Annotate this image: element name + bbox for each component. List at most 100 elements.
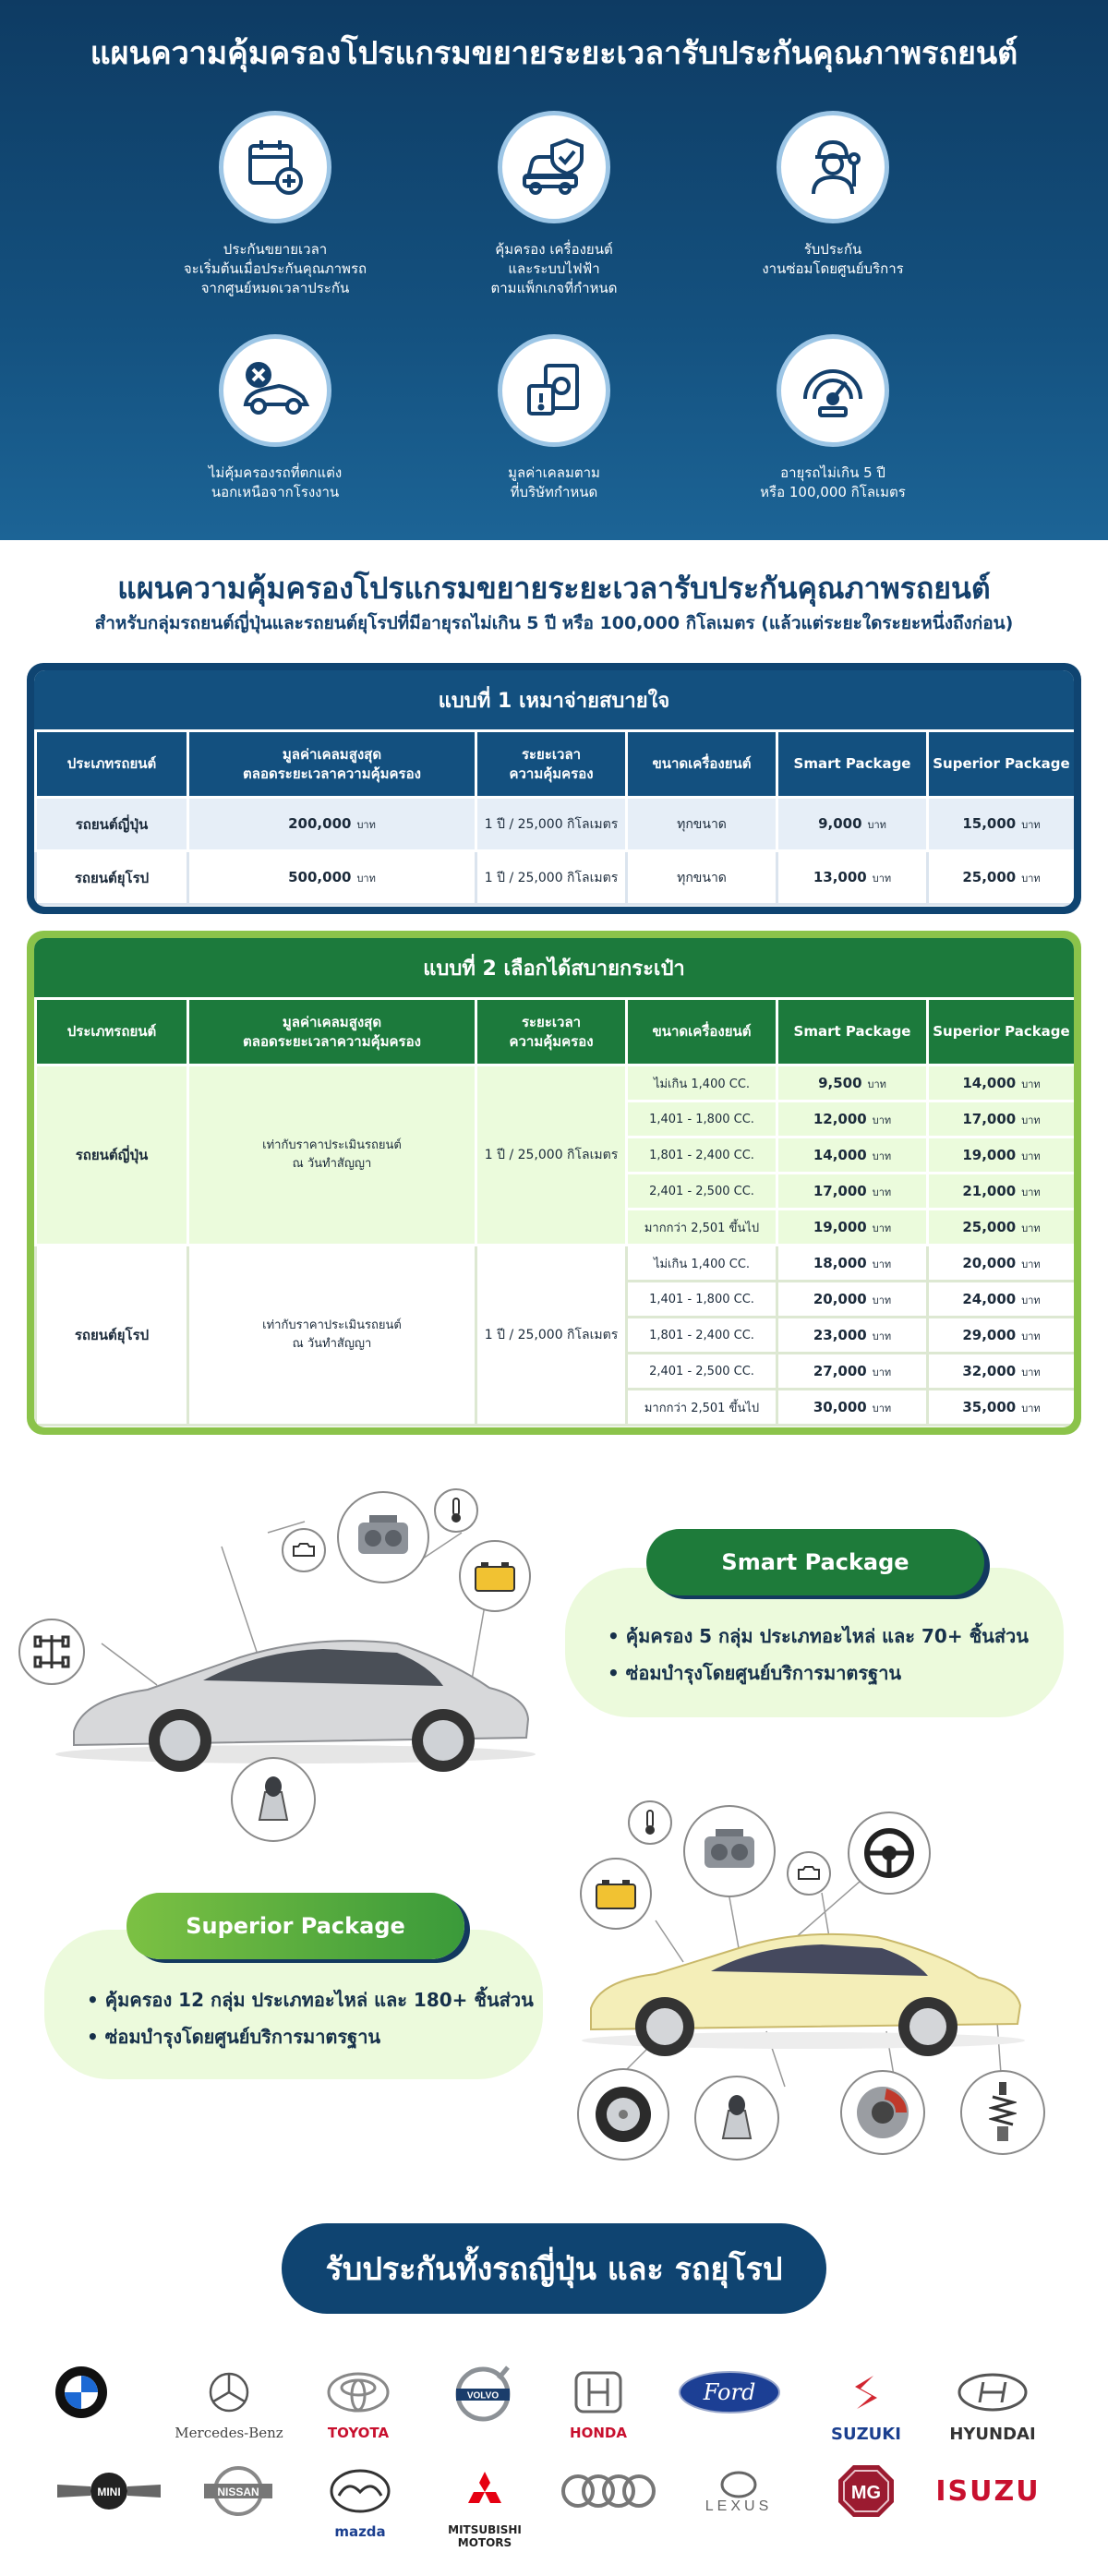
period-cell: 1 ปี / 25,000 กิโลเมตร xyxy=(475,849,628,906)
honda-brand: HONDA xyxy=(538,2362,658,2441)
speedometer-icon xyxy=(777,334,889,447)
mitsubishi-logo-icon xyxy=(425,2461,545,2522)
svg-text:Ford: Ford xyxy=(703,2379,756,2405)
engine-cell: 2,401 - 2,500 CC. xyxy=(625,1352,778,1390)
mechanic-icon xyxy=(777,111,889,223)
brake-disc-icon xyxy=(840,2070,925,2155)
section-title: แผนความคุ้มครองโปรแกรมขยายระยะเวลารับประ… xyxy=(117,571,991,606)
mercedes-logo-icon xyxy=(169,2362,289,2423)
engine-cell: ไม่เกิน 1,400 CC. xyxy=(625,1064,778,1102)
brand-name: Mercedes-Benz xyxy=(175,2425,283,2441)
feature-claim-value: มูลค่าเคลมตาม ที่บริษัทกำหนด xyxy=(416,334,692,502)
feature-label: อายุรถไม่เกิน 5 ปี หรือ 100,000 กิโลเมตร xyxy=(760,464,906,500)
audi-logo-icon xyxy=(549,2461,669,2522)
period-cell: 1 ปี / 25,000 กิโลเมตร xyxy=(475,796,628,852)
tire-icon xyxy=(577,2068,669,2161)
lexus-brand: LEXUS xyxy=(679,2461,799,2522)
ford-brand: Ford xyxy=(669,2362,789,2423)
mercedes-brand: Mercedes-Benz xyxy=(169,2362,289,2441)
table-header-row: ประเภทรถยนต์ มูลค่าเคลมสูงสุด ตลอดระยะเว… xyxy=(34,729,1074,799)
engine-warning-icon xyxy=(787,1851,831,1896)
mitsubishi-brand: MITSUBISHI MOTORS xyxy=(425,2461,545,2549)
plan1-table: ประเภทรถยนต์ มูลค่าเคลมสูงสุด ตลอดระยะเว… xyxy=(34,729,1074,906)
svg-text:MG: MG xyxy=(851,2483,881,2503)
volvo-logo-icon: VOLVO xyxy=(423,2362,543,2423)
engine-cell: 1,801 - 2,400 CC. xyxy=(625,1316,778,1354)
header-period: ระยะเวลา ความคุ้มครอง xyxy=(475,729,628,799)
feature-label: คุ้มครอง เครื่องยนต์ และระบบไฟฟ้า ตามแพ็… xyxy=(490,241,618,296)
car-type-cell: รถยนต์ยุโรป xyxy=(34,1244,189,1426)
engine-cell: ไม่เกิน 1,400 CC. xyxy=(625,1244,778,1282)
battery-icon xyxy=(459,1540,531,1612)
honda-logo-icon xyxy=(538,2362,658,2423)
engine-cell: ทุกขนาด xyxy=(625,796,778,852)
suzuki-brand: SUZUKI xyxy=(806,2362,926,2444)
header-period: ระยะเวลา ความคุ้มครอง xyxy=(475,997,628,1066)
feature-label: รับประกัน งานซ่อมโดยศูนย์บริการ xyxy=(762,241,904,277)
list-item: คุ้มครอง 12 กลุ่ม ประเภทอะไหล่ และ 180+ … xyxy=(87,1981,534,2018)
engine-part-icon xyxy=(337,1491,429,1583)
feature-label: ประกันขยายเวลา จะเริ่มต้นเมื่อประกันคุณภ… xyxy=(183,241,367,296)
hero-title: แผนความคุ้มครองโปรแกรมขยายระยะเวลารับประ… xyxy=(90,35,1018,72)
brand-name: SUZUKI xyxy=(831,2425,901,2444)
thermometer-icon xyxy=(434,1488,478,1533)
plan2-title: แบบที่ 2 เลือกได้สบายกระเป๋า xyxy=(34,938,1074,997)
toyota-brand: TOYOTA xyxy=(298,2362,418,2441)
hero-banner: แผนความคุ้มครองโปรแกรมขยายระยะเวลารับประ… xyxy=(0,0,1108,540)
engine-cell: 1,401 - 1,800 CC. xyxy=(625,1100,778,1138)
no-modified-car-icon xyxy=(219,334,331,447)
table-row: รถยนต์ยุโรปเท่ากับราคาประเมินรถยนต์ ณ วั… xyxy=(34,1244,1074,1426)
period-cell: 1 ปี / 25,000 กิโลเมตร xyxy=(475,1064,628,1246)
brand-name: MITSUBISHI MOTORS xyxy=(448,2523,522,2549)
list-item: คุ้มครอง 5 กลุ่ม ประเภทอะไหล่ และ 70+ ชิ… xyxy=(608,1618,1029,1655)
mini-logo-icon: MINI xyxy=(49,2461,169,2522)
brand-name: TOYOTA xyxy=(327,2425,390,2441)
shock-absorber-icon xyxy=(960,2070,1045,2155)
car-type-cell: รถยนต์ญี่ปุ่น xyxy=(34,1064,189,1246)
engine-cell: ทุกขนาด xyxy=(625,849,778,906)
lexus-logo-icon: LEXUS xyxy=(679,2461,799,2522)
plan2-table: ประเภทรถยนต์ มูลค่าเคลมสูงสุด ตลอดระยะเว… xyxy=(34,997,1074,1426)
mazda-logo-icon xyxy=(300,2461,420,2522)
bmw-logo-icon xyxy=(21,2362,141,2423)
toyota-logo-icon xyxy=(298,2362,418,2423)
car-type-cell: รถยนต์ยุโรป xyxy=(34,849,189,906)
mazda-brand: mazda xyxy=(300,2461,420,2540)
suzuki-logo-icon xyxy=(806,2362,926,2423)
list-item: ซ่อมบำรุงโดยศูนย์บริการมาตรฐาน xyxy=(608,1655,1029,1691)
header-smart: Smart Package xyxy=(776,997,929,1066)
table-row: รถยนต์ญี่ปุ่นเท่ากับราคาประเมินรถยนต์ ณ … xyxy=(34,1064,1074,1246)
nissan-logo-icon: NISSAN xyxy=(178,2461,298,2522)
svg-text:NISSAN: NISSAN xyxy=(217,2486,259,2498)
brand-name: HONDA xyxy=(570,2425,627,2441)
list-item: ซ่อมบำรุงโดยศูนย์บริการมาตรฐาน xyxy=(87,2018,534,2055)
hyundai-brand: HYUNDAI xyxy=(933,2362,1053,2444)
header-engine-size: ขนาดเครื่องยนต์ xyxy=(625,729,778,799)
max-claim-cell: เท่ากับราคาประเมินรถยนต์ ณ วันทำสัญญา xyxy=(187,1064,477,1246)
steering-wheel-icon xyxy=(848,1812,931,1895)
plan1-title: แบบที่ 1 เหมาจ่ายสบายใจ xyxy=(34,670,1074,729)
smart-package-list: คุ้มครอง 5 กลุ่ม ประเภทอะไหล่ และ 70+ ชิ… xyxy=(608,1618,1029,1691)
header-superior: Superior Package xyxy=(926,997,1074,1066)
feature-service-warranty: รับประกัน งานซ่อมโดยศูนย์บริการ xyxy=(694,111,971,279)
